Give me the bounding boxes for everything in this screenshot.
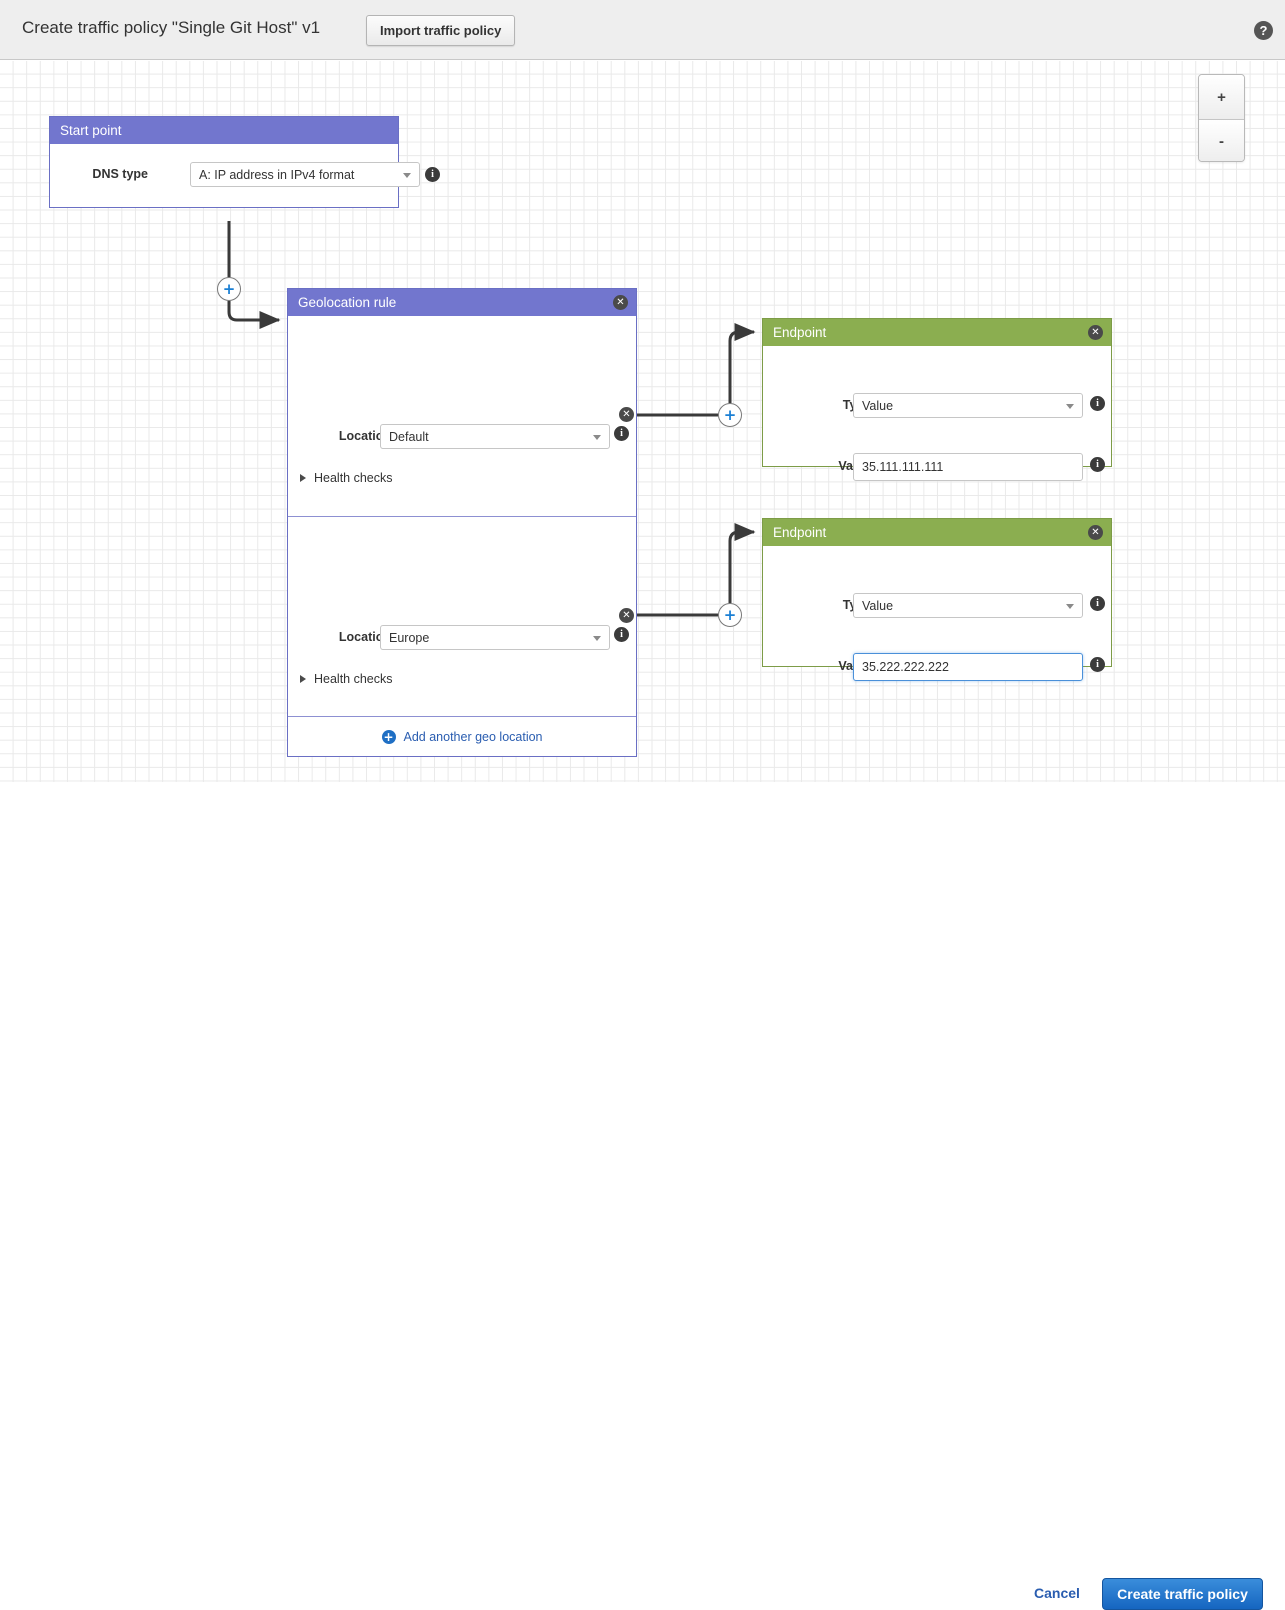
start-point-body: DNS type A: IP address in IPv4 format i (50, 144, 440, 207)
health-checks-label: Health checks (314, 471, 393, 485)
page-title: Create traffic policy "Single Git Host" … (22, 18, 321, 37)
health-checks-label: Health checks (314, 672, 393, 686)
location-info-icon[interactable]: i (614, 627, 629, 642)
geolocation-rule-node[interactable]: Geolocation rule ✕ Location Default ✕ i … (287, 288, 637, 757)
chevron-down-icon (1066, 603, 1074, 609)
endpoint-header: Endpoint ✕ (763, 519, 1111, 546)
canvas-zoom-controls[interactable]: + - (1198, 74, 1245, 162)
endpoint-type-select[interactable]: Value (853, 393, 1083, 418)
location-select[interactable]: Default (380, 424, 610, 449)
chevron-down-icon (593, 434, 601, 440)
health-checks-expander[interactable]: Health checks (300, 471, 393, 485)
endpoint-body: Type Value i Value 35.111.111.111 i (763, 346, 1111, 481)
endpoint-title: Endpoint (773, 525, 827, 540)
remove-location-icon[interactable]: ✕ (619, 608, 634, 623)
chevron-down-icon (593, 635, 601, 641)
help-icon[interactable]: ? (1254, 21, 1273, 40)
endpoint-type-info-icon[interactable]: i (1090, 596, 1105, 611)
endpoint-type-value: Value (862, 598, 894, 613)
endpoint-type-select[interactable]: Value (853, 593, 1083, 618)
start-point-header: Start point (50, 117, 398, 144)
health-checks-expander[interactable]: Health checks (300, 672, 393, 686)
endpoint-node[interactable]: Endpoint ✕ Type Value i Value 35.111.111… (762, 318, 1112, 481)
endpoint-type-value: Value (862, 398, 894, 413)
location-select[interactable]: Europe (380, 625, 610, 650)
add-rule-node-icon[interactable]: + (217, 277, 241, 301)
cancel-button[interactable]: Cancel (1034, 1585, 1080, 1601)
connector-edges (227, 221, 756, 617)
location-value: Default (389, 429, 429, 444)
create-traffic-policy-button[interactable]: Create traffic policy (1102, 1578, 1263, 1610)
endpoint-type-info-icon[interactable]: i (1090, 396, 1105, 411)
location-info-icon[interactable]: i (614, 426, 629, 441)
location-value: Europe (389, 630, 430, 645)
app-header: Create traffic policy "Single Git Host" … (0, 0, 1285, 60)
remove-location-icon[interactable]: ✕ (619, 407, 634, 422)
dns-type-value: A: IP address in IPv4 format (199, 167, 355, 182)
close-icon[interactable]: ✕ (613, 295, 628, 310)
chevron-down-icon (1066, 403, 1074, 409)
dns-type-info-icon[interactable]: i (425, 167, 440, 182)
policy-canvas[interactable]: Start point DNS type A: IP address in IP… (0, 61, 1285, 782)
close-icon[interactable]: ✕ (1088, 325, 1103, 340)
chevron-right-icon (300, 675, 306, 683)
endpoint-node[interactable]: Endpoint ✕ Type Value i Value 35.222.222… (762, 518, 1112, 681)
add-rule-node-icon[interactable]: + (718, 603, 742, 627)
add-geo-location-label: Add another geo location (403, 729, 543, 744)
start-point-node[interactable]: Start point DNS type A: IP address in IP… (49, 116, 440, 208)
import-traffic-policy-button[interactable]: Import traffic policy (366, 15, 516, 46)
endpoint-value-info-icon[interactable]: i (1090, 457, 1105, 472)
endpoint-value-input[interactable]: 35.222.222.222 (853, 653, 1083, 681)
location-label: Location (338, 630, 391, 644)
close-icon[interactable]: ✕ (1088, 525, 1103, 540)
add-another-geo-location-button[interactable]: + Add another geo location (288, 716, 636, 756)
page-footer: Cancel Create traffic policy (0, 782, 1285, 1610)
endpoint-title: Endpoint (773, 325, 827, 340)
location-label: Location (338, 429, 391, 443)
plus-icon: + (381, 729, 396, 744)
dns-type-select[interactable]: A: IP address in IPv4 format (190, 162, 420, 187)
geolocation-rule-body: Location Default ✕ i Health checks Locat… (288, 316, 636, 756)
endpoint-value-info-icon[interactable]: i (1090, 657, 1105, 672)
geo-location-section: Location Default ✕ i Health checks (288, 316, 636, 516)
chevron-down-icon (403, 172, 411, 178)
endpoint-header: Endpoint ✕ (763, 319, 1111, 346)
dns-type-label: DNS type (92, 167, 148, 181)
geolocation-rule-header: Geolocation rule ✕ (288, 289, 636, 316)
zoom-in-button[interactable]: + (1199, 75, 1244, 119)
chevron-right-icon (300, 474, 306, 482)
add-rule-node-icon[interactable]: + (718, 403, 742, 427)
zoom-out-button[interactable]: - (1199, 119, 1244, 161)
endpoint-body: Type Value i Value 35.222.222.222 i (763, 546, 1111, 681)
start-point-title: Start point (60, 123, 122, 138)
geo-location-section: Location Europe ✕ i Health checks (288, 516, 636, 716)
geolocation-rule-title: Geolocation rule (298, 295, 397, 310)
endpoint-value-input[interactable]: 35.111.111.111 (853, 453, 1083, 481)
